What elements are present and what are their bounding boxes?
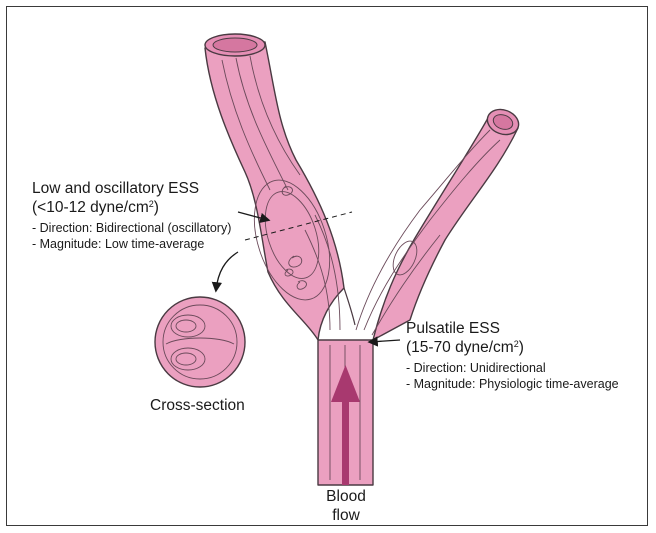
pulsatile-ess-range: (15-70 dyne/cm2) (406, 339, 524, 356)
pulsatile-ess-magnitude: - Magnitude: Physiologic time-average (406, 377, 619, 391)
low-ess-range: (<10-12 dyne/cm2) (32, 199, 159, 216)
blood-flow-label-line1: Blood (322, 488, 370, 505)
pulsatile-ess-direction: - Direction: Unidirectional (406, 361, 546, 375)
to-cross-section-arrow (216, 252, 238, 290)
low-ess-magnitude: - Magnitude: Low time-average (32, 237, 204, 251)
artery-vessel (205, 42, 518, 485)
pulsatile-ess-pointer-arrow (370, 340, 400, 342)
blood-flow-label-line2: flow (322, 507, 370, 524)
low-ess-direction: - Direction: Bidirectional (oscillatory) (32, 221, 231, 235)
cross-section-label: Cross-section (150, 397, 245, 414)
low-ess-title: Low and oscillatory ESS (32, 180, 199, 197)
cross-section-circle (155, 297, 245, 387)
pulsatile-ess-title: Pulsatile ESS (406, 320, 500, 337)
